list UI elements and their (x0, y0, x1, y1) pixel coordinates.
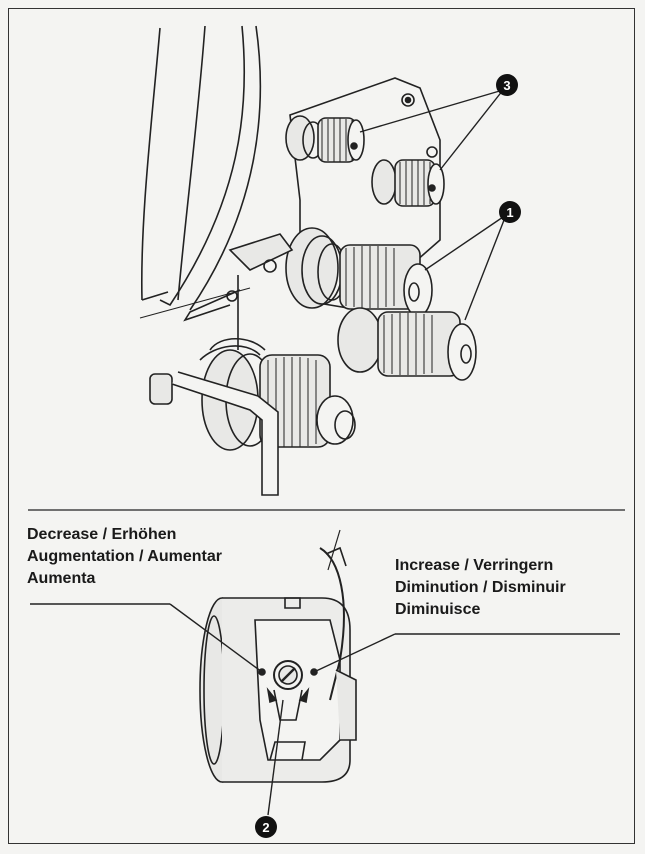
thread-guide-bracket (139, 233, 294, 350)
callout-lines-bottom (30, 603, 620, 816)
hex-wrench (149, 371, 279, 496)
machine-arm-outline (140, 25, 262, 311)
increase-label-line-2: Diminution / Disminuir (395, 579, 566, 596)
increase-label: Increase / Verringern Diminution / Dismi… (395, 555, 566, 621)
callout-badge-3: 3 (496, 74, 518, 96)
increase-label-line-1: Increase / Verringern (395, 557, 554, 574)
svg-text:2: 2 (262, 820, 269, 835)
callout-badge-1: 1 (499, 201, 521, 223)
small-tension-knob-upper (285, 115, 365, 163)
callout-lines-1 (424, 214, 507, 321)
small-tension-knob-lower (371, 146, 445, 207)
increase-label-line-3: Diminuisce (395, 601, 481, 618)
tension-spring-screw (273, 660, 303, 721)
decrease-label-line-1: Decrease / Erhöhen (27, 526, 177, 543)
decrease-label-line-3: Aumenta (27, 570, 96, 587)
bobbin-latch-lever (319, 529, 357, 741)
svg-text:1: 1 (506, 205, 513, 220)
decrease-label: Decrease / Erhöhen Augmentation / Aument… (27, 524, 222, 590)
callout-lines-3 (359, 89, 504, 171)
large-tension-knob-lower (337, 307, 477, 381)
svg-text:3: 3 (503, 78, 510, 93)
callout-badge-2: 2 (255, 816, 277, 838)
decrease-label-line-2: Augmentation / Aumentar (27, 548, 222, 565)
large-tension-knob-upper (285, 227, 433, 317)
bobbin-case (199, 597, 351, 783)
